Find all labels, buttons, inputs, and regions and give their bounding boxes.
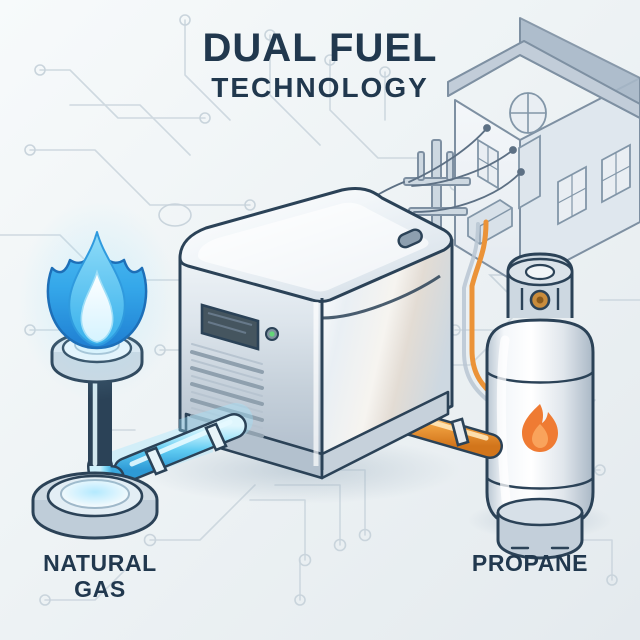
- page-title-line2: TECHNOLOGY: [211, 72, 429, 103]
- page-title-line1: DUAL FUEL: [202, 26, 438, 70]
- natural-gas-flame: [46, 231, 148, 350]
- generator-handle-latch: [397, 228, 423, 249]
- propane-tank: [485, 252, 595, 560]
- propane-service-line: [462, 219, 499, 406]
- label-natural-gas-line1: NATURAL: [43, 550, 157, 576]
- label-natural-gas-line2: GAS: [74, 576, 126, 603]
- label-natural-gas: NATURAL GAS: [0, 550, 200, 603]
- generator-control-panel: [200, 303, 279, 351]
- propane-flame-icon: [522, 404, 558, 452]
- generator-lid-seam: [321, 274, 441, 320]
- label-propane: PROPANE: [471, 550, 589, 576]
- gas-burner-base: [31, 471, 159, 540]
